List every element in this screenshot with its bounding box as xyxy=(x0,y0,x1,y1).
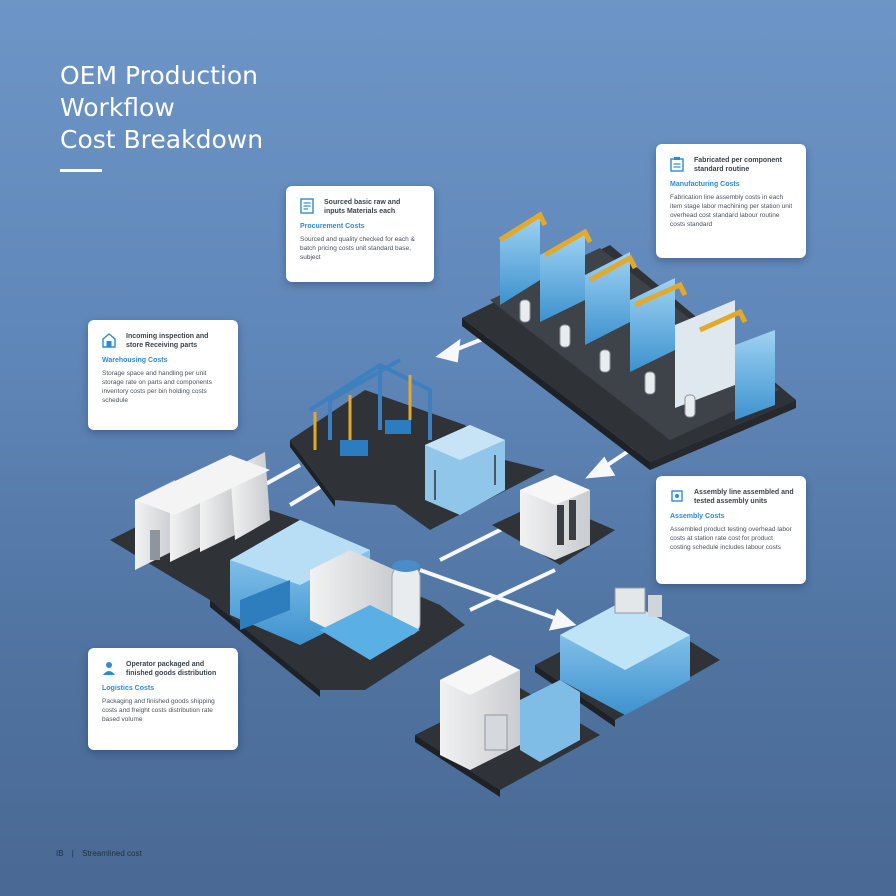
card-warehousing: Incoming inspection and store Receiving … xyxy=(88,320,238,430)
arrow-head-2 xyxy=(585,456,616,479)
footer-code: IB xyxy=(56,849,64,858)
card-body: Assembled product testing overhead labor… xyxy=(670,526,792,551)
control-cabinet xyxy=(492,475,615,565)
document-icon xyxy=(300,198,314,214)
machine-icon xyxy=(671,490,683,502)
page-title: OEM Production Workflow Cost Breakdown xyxy=(60,60,263,156)
card-procurement: Sourced basic raw and inputs Materials e… xyxy=(286,186,434,282)
production-line-platform xyxy=(462,211,796,470)
footer-separator: | xyxy=(71,849,74,858)
person-icon xyxy=(103,662,115,675)
card-subheading: Logistics Costs xyxy=(102,685,155,692)
title-line-3: Cost Breakdown xyxy=(60,125,264,154)
arrow-line-7 xyxy=(469,568,556,612)
arrow-line-5 xyxy=(419,568,561,622)
footer: IB | Streamlined cost xyxy=(56,849,142,858)
production-line-frames xyxy=(498,211,748,333)
card-body: Sourced and quality checked for each & b… xyxy=(300,236,415,261)
card-body: Storage space and handling per unit stor… xyxy=(102,370,212,404)
card-heading: Incoming inspection and store Receiving … xyxy=(126,333,209,349)
assembly-platform xyxy=(210,520,465,697)
title-underline xyxy=(60,169,102,172)
card-heading: Fabricated per component standard routin… xyxy=(694,157,782,173)
arrow-head-5 xyxy=(548,608,577,631)
card-subheading: Assembly Costs xyxy=(670,513,725,520)
title-line-2: Workflow xyxy=(60,93,175,122)
packaging-platform xyxy=(415,655,600,797)
footer-text: Streamlined cost xyxy=(82,849,142,858)
card-heading: Assembly line assembled and tested assem… xyxy=(694,489,794,505)
card-body: Fabrication line assembly costs in each … xyxy=(670,194,793,228)
title-line-1: OEM Production xyxy=(60,61,258,90)
gantry-platform xyxy=(290,358,545,530)
arrow-line-4 xyxy=(288,485,322,507)
card-subheading: Manufacturing Costs xyxy=(670,181,740,188)
clipboard-icon xyxy=(670,157,684,172)
warehouse-icon xyxy=(102,333,116,348)
arrow-head-1 xyxy=(435,338,461,363)
card-assembly: Assembly line assembled and tested assem… xyxy=(656,476,806,584)
card-heading: Sourced basic raw and inputs Materials e… xyxy=(324,199,401,215)
card-subheading: Procurement Costs xyxy=(300,223,365,230)
card-heading: Operator packaged and finished goods dis… xyxy=(126,661,217,677)
card-subheading: Warehousing Costs xyxy=(102,357,168,364)
card-logistics: Operator packaged and finished goods dis… xyxy=(88,648,238,750)
card-manufacturing: Fabricated per component standard routin… xyxy=(656,144,806,258)
card-body: Packaging and finished goods shipping co… xyxy=(102,698,215,723)
